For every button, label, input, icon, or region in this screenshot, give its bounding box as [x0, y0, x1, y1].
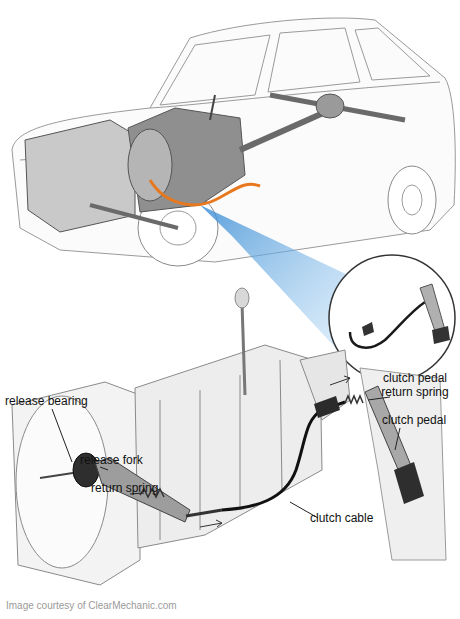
- inset-cable: [350, 302, 425, 348]
- rear-wheel: [388, 166, 436, 234]
- drivetrain: [25, 94, 405, 232]
- clutch-housing: [128, 129, 172, 201]
- clutch-cable-line: [222, 402, 345, 510]
- inset-pedal-arm: [420, 284, 445, 334]
- inset-circle: [329, 255, 455, 381]
- part-label: release bearing: [5, 394, 105, 408]
- leader-line: [52, 409, 72, 462]
- rod-direction-arrow: [200, 520, 222, 527]
- pedal-arm: [365, 386, 412, 474]
- rear-wheel-hub: [402, 185, 422, 215]
- adjuster-rod: [186, 510, 222, 516]
- shifter-stalk: [242, 303, 245, 395]
- cable-inset: [329, 255, 455, 381]
- cable-direction-arrow: [330, 376, 350, 385]
- front-axle: [90, 205, 178, 228]
- inset-pedal-pad: [432, 326, 450, 344]
- gearbox-case: [135, 345, 322, 548]
- leader-line: [100, 467, 108, 470]
- part-label: return spring: [91, 481, 181, 495]
- differential: [316, 94, 344, 118]
- transmission: [128, 108, 245, 212]
- pedal-return-spring: [345, 396, 363, 403]
- highlight-beam: [200, 205, 350, 358]
- inset-boot: [362, 322, 374, 336]
- shifter-knob: [235, 288, 249, 308]
- engine-block: [25, 120, 135, 232]
- part-label: release fork: [80, 453, 160, 467]
- cable-boot: [314, 396, 340, 418]
- leader-lines: [52, 397, 400, 518]
- rear-axle: [270, 95, 405, 120]
- leader-line: [395, 428, 400, 450]
- car-windows: [160, 28, 430, 105]
- clutch-cable-highlight: [150, 180, 260, 205]
- image-credit: Image courtesy of ClearMechanic.com: [6, 599, 206, 613]
- part-label: clutch pedal: [382, 413, 458, 427]
- tail-housing: [300, 350, 350, 420]
- part-label: clutch pedal return spring: [372, 371, 458, 399]
- shifter-top: [210, 95, 215, 120]
- gearbox-illustration: [12, 288, 350, 585]
- pedal-pad: [394, 462, 424, 504]
- driveshaft: [240, 110, 330, 150]
- part-label: clutch cable: [310, 511, 390, 525]
